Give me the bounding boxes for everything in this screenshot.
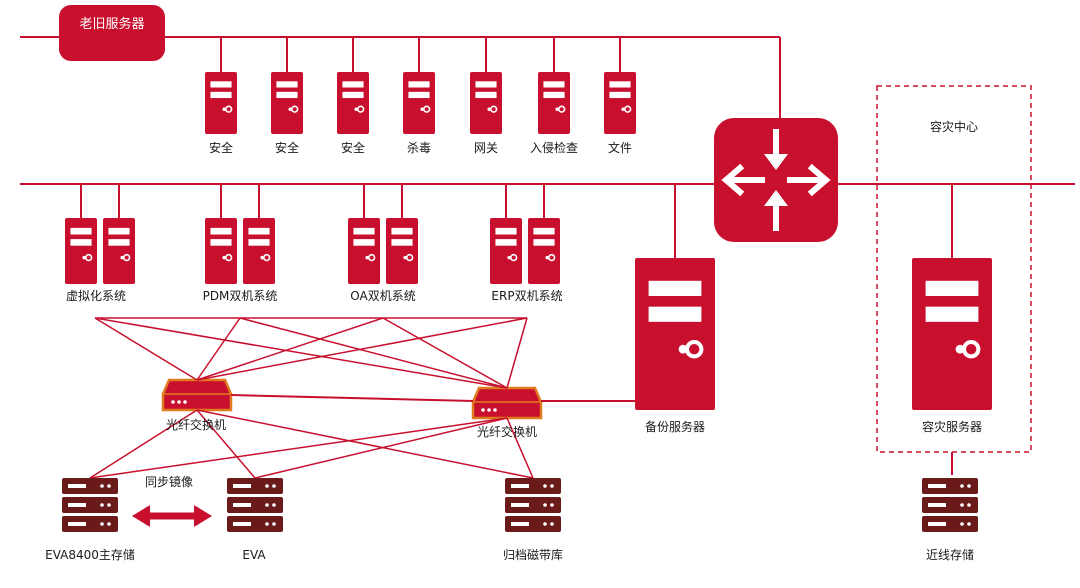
tower-server-icon [337,72,369,134]
storage-link [196,409,534,479]
san-link [382,317,508,389]
san-link [196,317,528,381]
tower-server-icon [271,72,303,134]
fiber-switch-icon [161,378,233,412]
backup-server-icon [635,258,715,410]
mirror-storage-icon [227,478,283,532]
antivirus-server-label: 杀毒 [406,141,432,155]
tower-server-icon [528,218,560,284]
security-server-label: 安全 [274,141,300,155]
san-link [196,317,241,381]
tower-server-icon [538,72,570,134]
tower-server-icon [243,218,275,284]
mirror-storage-label: EVA [242,548,266,562]
nearline-storage-label: 近线存储 [925,548,975,562]
tower-server-icon [490,218,522,284]
dr-center-title: 容灾中心 [929,120,979,134]
tower-server-icon [470,72,502,134]
tape-library-label: 归档磁带库 [502,548,564,562]
san-link [239,317,508,389]
storage-link [506,417,534,479]
tower-server-icon [65,218,97,284]
switch-interconnect-line [230,394,474,402]
fiber-switch-label: 光纤交换机 [476,425,538,439]
fiber-switch-icon [471,386,543,420]
tower-server-icon [205,72,237,134]
tower-server-icon [386,218,418,284]
sync-mirror-label: 同步镜像 [144,475,194,489]
san-link [196,317,384,381]
san-link [506,317,528,389]
storage-link [89,417,508,479]
storage-link [196,409,256,479]
file-server-label: 文件 [607,141,633,155]
tower-server-icon [103,218,135,284]
backup-server-label: 备份服务器 [644,420,706,434]
legacy-server-box [59,5,165,61]
storage-link [254,417,508,479]
tower-server-icon [604,72,636,134]
nearline-storage-icon [922,478,978,532]
gateway-server-label: 网关 [473,141,499,155]
pdm-system-label: PDM双机系统 [202,289,278,303]
legacy-server-label: 老旧服务器 [79,17,145,32]
tower-server-icon [348,218,380,284]
virtualization-system-label: 虚拟化系统 [65,289,127,303]
dr-center-boundary [876,85,1032,453]
tower-server-icon [205,218,237,284]
dr-server-icon [912,258,992,410]
router-arrows-icon [714,118,838,242]
intrusion-check-server-label: 入侵检查 [529,141,579,155]
erp-system-label: ERP双机系统 [491,289,563,303]
primary-storage-label: EVA8400主存储 [45,548,135,562]
tape-library-icon [505,478,561,532]
dr-server-label: 容灾服务器 [921,420,983,434]
storage-link [89,409,198,479]
primary-storage-icon [62,478,118,532]
san-link [94,317,198,381]
tower-server-icon [403,72,435,134]
security-server-label: 安全 [208,141,234,155]
sync-mirror-arrow-icon [132,505,212,527]
san-link [94,317,508,389]
fiber-switch-label: 光纤交换机 [165,418,227,432]
security-server-label: 安全 [340,141,366,155]
oa-system-label: OA双机系统 [350,289,416,303]
